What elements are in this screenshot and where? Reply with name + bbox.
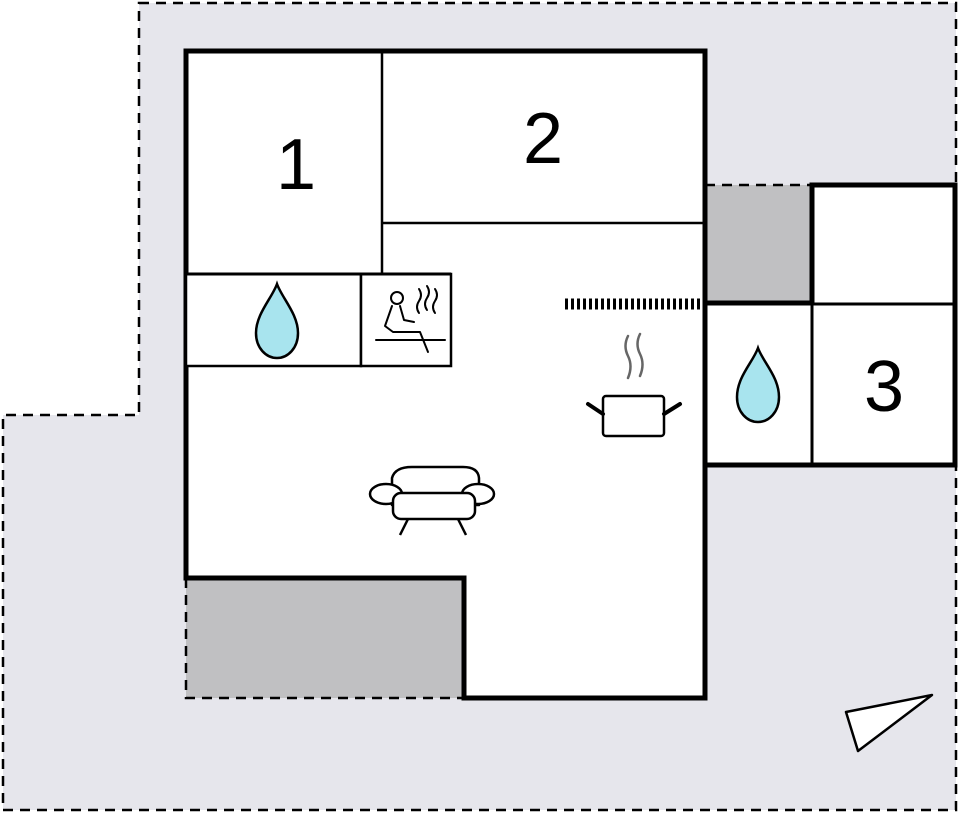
room-label-3: 3 bbox=[864, 347, 904, 427]
water-drop-icon bbox=[735, 344, 781, 424]
room-label-1: 1 bbox=[276, 125, 316, 205]
annex-outer-wall bbox=[702, 182, 958, 468]
room-label-2: 2 bbox=[523, 99, 563, 179]
north-arrow-icon bbox=[844, 693, 934, 753]
annex-storage bbox=[810, 183, 957, 306]
annex-bedroom-3 bbox=[810, 302, 957, 467]
main-house bbox=[183, 48, 708, 701]
sauna-icon bbox=[375, 285, 446, 353]
cooking-pot-icon bbox=[586, 332, 682, 438]
water-drop-icon bbox=[254, 280, 300, 360]
covered-area-bottom bbox=[186, 578, 464, 698]
sofa-icon bbox=[368, 465, 496, 536]
covered-area-annex bbox=[705, 185, 812, 303]
covered-area-bottom-boundary bbox=[184, 578, 464, 700]
